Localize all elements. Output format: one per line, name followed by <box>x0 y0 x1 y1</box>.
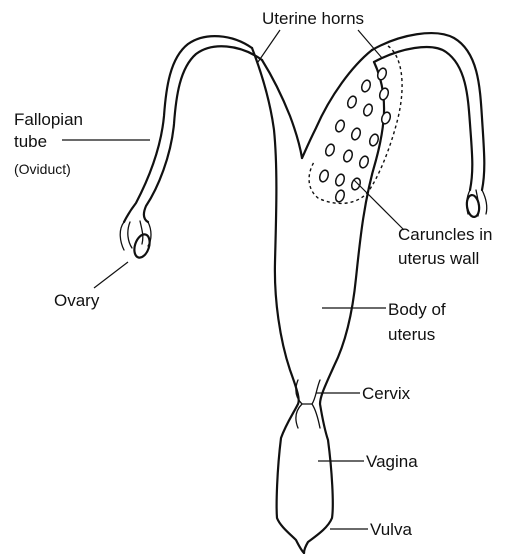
leader-ovary <box>94 262 128 288</box>
label-body-line1: Body of <box>388 300 446 319</box>
label-fallopian-line2: tube <box>14 132 47 151</box>
label-caruncles-line1: Caruncles in <box>398 225 493 244</box>
uterus-outline <box>252 48 384 553</box>
label-fallopian-line1: Fallopian <box>14 110 83 129</box>
right-fallopian-tube <box>372 33 484 190</box>
label-uterine-horns: Uterine horns <box>262 9 364 28</box>
label-body-line2: uterus <box>388 325 435 344</box>
label-vulva: Vulva <box>370 520 412 539</box>
left-fallopian-tube <box>124 36 262 222</box>
leader-uterine-horns-left <box>258 30 280 62</box>
label-vagina: Vagina <box>366 452 418 471</box>
cervix-folds <box>296 380 320 428</box>
leader-uterine-horns-right <box>358 30 382 58</box>
label-ovary: Ovary <box>54 291 100 310</box>
label-caruncles-line2: uterus wall <box>398 249 479 268</box>
caruncles-region <box>309 46 402 203</box>
label-cervix: Cervix <box>362 384 411 403</box>
label-oviduct: (Oviduct) <box>14 161 71 177</box>
